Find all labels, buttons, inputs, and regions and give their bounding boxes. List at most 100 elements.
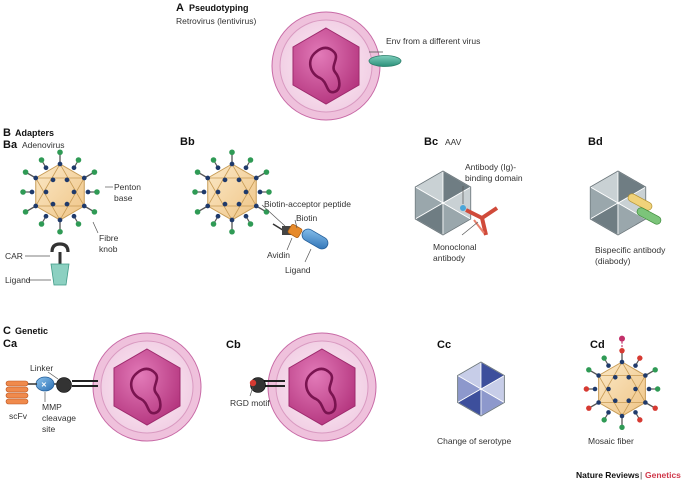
fibre-knob [247,157,254,163]
penton-base [229,161,235,167]
penton-base [71,165,77,171]
aav-capsid-bd [589,170,647,236]
penton-base-label-2: base [114,193,133,203]
fibre-knob [619,347,625,354]
panel-cb-letter: Cb [226,339,241,351]
penton-base [612,375,618,380]
penton-base [50,201,56,207]
penton-base [64,177,70,183]
penton-base [85,189,91,195]
adeno-facet-edge [35,163,85,207]
penton-base [71,213,77,219]
penton-base [633,363,638,368]
penton-base [29,189,35,195]
footer-separator: | [640,470,642,480]
fibre-knob [38,221,45,227]
fibre-knob [637,417,643,423]
panel-c-title: Genetic [15,326,48,336]
penton-base [606,410,611,415]
fibre-knob [263,209,270,215]
penton-base [243,165,249,171]
penton-base [253,203,259,209]
fibre-knob [652,367,658,373]
rgd-motif [249,379,257,387]
retrovirus-particle-a [271,11,381,121]
footer-journal: Nature Reviews [576,470,640,480]
fibre-knob [229,149,235,156]
fibre-knob [619,335,625,342]
bispecific-label-2: (diabody) [595,256,631,266]
car-label: CAR [5,251,23,261]
panel-cc-letter: Cc [437,339,451,351]
fibre-knob [194,169,201,175]
penton-base [205,203,211,209]
adeno-facet-edge [35,177,85,221]
fibre-knob [619,424,625,431]
fibre-knob [652,405,658,411]
adeno-facet-edge [207,177,257,221]
retrovirus-particle-ca [92,332,202,442]
penton-base [201,189,207,195]
penton-base [222,201,228,207]
fibre-knob [601,417,607,423]
panel-bc-title: AAV [445,137,462,147]
footer-section: Genetics [645,470,681,480]
penton-base [43,213,49,219]
fibre-knob [263,169,270,175]
penton-base [222,177,228,183]
panel-a-subtitle: Retrovirus (lentivirus) [176,16,256,26]
adeno-capsid-face [598,361,646,417]
penton-base [215,165,221,171]
fibre-knob-label-1: Fibre [99,233,119,243]
linker-label: Linker [30,363,53,373]
penton-base [57,161,63,167]
ig-binding-label-2: binding domain [465,173,523,183]
panel-ca-letter: Ca [3,338,18,350]
rgd-label: RGD motif [230,398,270,408]
fibre-knob [91,169,98,175]
fibre-knob [75,221,82,227]
ligand-label-bb: Ligand [285,265,311,275]
fibre-knob [22,209,29,215]
monoclonal-label-1: Monoclonal [433,242,477,252]
penton-base [205,175,211,181]
monoclonal-label-2: antibody [433,253,466,263]
ig-binding-label-1: Antibody (Ig)- [465,162,516,172]
penton-base [33,203,39,209]
penton-base [643,400,648,405]
env-label: Env from a different virus [386,36,480,46]
fibre-knob [210,157,217,163]
penton-base [633,386,638,392]
biotin-acceptor-peptide [282,226,291,235]
penton-base [626,398,632,403]
panel-ba-title: Adenovirus [22,140,65,150]
penton-base [43,189,49,195]
penton-base [596,373,601,378]
penton-base [619,413,625,419]
penton-base [236,201,242,207]
penton-base [619,359,625,365]
penton-base [236,177,242,183]
fibre-knob [229,228,235,235]
retrovirus-particle-cb [267,332,377,442]
avidin-label: Avidin [267,250,290,260]
panel-b-letter: B [3,127,11,139]
penton-base [257,189,263,195]
fibre-knob [94,189,100,195]
rgd-env-fusion [249,377,285,393]
penton-base [33,175,39,181]
fibre-knob [38,157,45,163]
serotype-label: Change of serotype [437,436,511,446]
fibre-knob [20,189,26,195]
aav-capsid-bc [414,170,472,236]
penton-base [596,400,601,405]
penton-base [81,203,87,209]
capsid-outline [589,170,647,236]
biotin-avidin-adapter [272,223,329,250]
fibre-knob [654,386,661,392]
adeno-facet-edge [207,163,257,207]
adenovirus-particle-bb [192,149,272,235]
penton-base [633,410,638,415]
